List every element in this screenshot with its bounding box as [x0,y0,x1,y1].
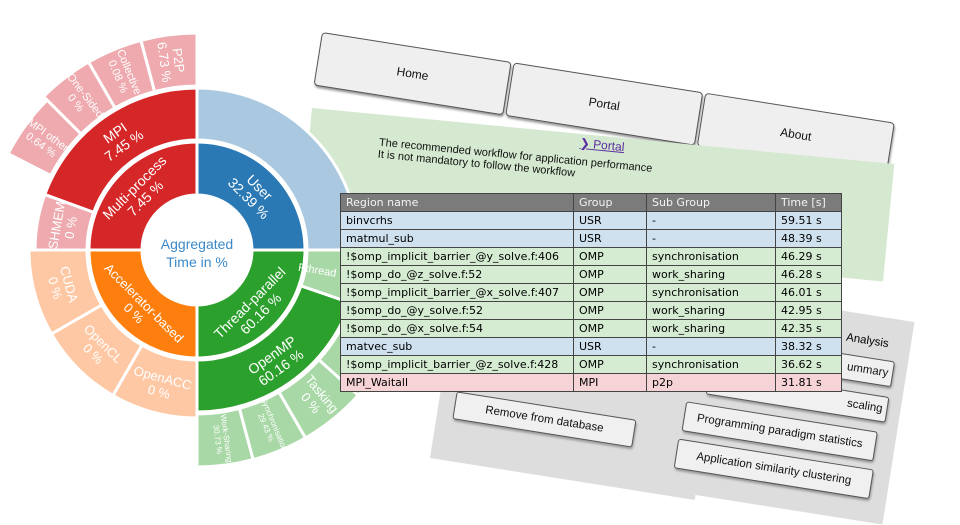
cell-group: USR [573,229,647,248]
cell-region-name: !$omp_implicit_barrier_@y_solve.f:406 [340,247,574,266]
center-label-2: Time in % [166,254,228,270]
cell-sub-group: work_sharing [646,265,776,284]
cell-sub-group: - [646,211,776,230]
cell-region-name: !$omp_implicit_barrier_@z_solve.f:428 [340,355,574,374]
segment-label: SHMEM0 % [45,200,82,253]
cell-time: 46.29 s [775,247,842,266]
header-sub-group[interactable]: Sub Group [646,193,776,212]
cell-time: 48.39 s [775,229,842,248]
segment-value: 0 % [45,275,65,301]
cell-time: 42.35 s [775,319,842,338]
sunburst-center [142,195,252,305]
cell-group: OMP [573,301,647,320]
cell-region-name: binvcrhs [340,211,574,230]
cell-sub-group: - [646,337,776,356]
header-group[interactable]: Group [573,193,647,212]
sunburst-segment[interactable] [110,343,199,420]
cell-region-name: !$omp_implicit_barrier_@x_solve.f:407 [340,283,574,302]
cell-sub-group: p2p [646,373,776,392]
cell-sub-group: work_sharing [646,319,776,338]
cell-time: 59.51 s [775,211,842,230]
segment-value: 0 % [146,382,172,402]
cell-region-name: !$omp_do_@z_solve.f:52 [340,265,574,284]
cell-group: OMP [573,283,647,302]
center-label-1: Aggregated [161,236,233,252]
regions-table: Region name Group Sub Group Time [s] bin… [340,193,842,392]
sunburst-segment[interactable] [6,97,84,178]
cell-sub-group: synchronisation [646,247,776,266]
cell-sub-group: synchronisation [646,355,776,374]
cell-sub-group: - [646,229,776,248]
cell-time: 31.81 s [775,373,842,392]
cell-group: MPI [573,373,647,392]
cell-time: 38.32 s [775,337,842,356]
cell-region-name: MPI_Waitall [340,373,574,392]
sunburst-segment[interactable] [27,248,104,337]
cell-time: 46.01 s [775,283,842,302]
header-region-name[interactable]: Region name [340,193,574,212]
sunburst-segment[interactable] [49,302,145,398]
cell-region-name: matvec_sub [340,337,574,356]
header-time[interactable]: Time [s] [775,193,842,212]
cell-time: 42.95 s [775,301,842,320]
cell-time: 36.62 s [775,355,842,374]
cell-group: OMP [573,247,647,266]
cell-group: OMP [573,319,647,338]
table-header-row: Region name Group Sub Group Time [s] [340,193,842,212]
segment-value: 0 % [61,215,80,240]
cell-region-name: !$omp_do_@y_solve.f:52 [340,301,574,320]
segment-label: P2P6.73 % [154,39,188,83]
sunburst-segment[interactable] [138,31,199,94]
cell-group: USR [573,211,647,230]
segment-name: P2P [170,47,188,73]
sunburst-segment[interactable] [41,60,118,137]
cell-group: OMP [573,265,647,284]
cell-region-name: matmul_sub [340,229,574,248]
segment-label: Work-Sharing30.73 % [210,414,234,465]
cell-sub-group: synchronisation [646,283,776,302]
cell-group: OMP [573,355,647,374]
segment-value: 6.73 % [154,41,174,84]
cell-region-name: !$omp_do_@x_solve.f:54 [340,319,574,338]
sunburst-segment[interactable] [86,38,157,111]
sunburst-segment[interactable] [237,389,308,462]
segment-value: 30.73 % [211,424,224,454]
sunburst-segment[interactable] [195,406,256,469]
cell-group: USR [573,337,647,356]
cell-sub-group: work_sharing [646,301,776,320]
cell-time: 46.28 s [775,265,842,284]
sunburst-segment[interactable] [33,192,96,252]
